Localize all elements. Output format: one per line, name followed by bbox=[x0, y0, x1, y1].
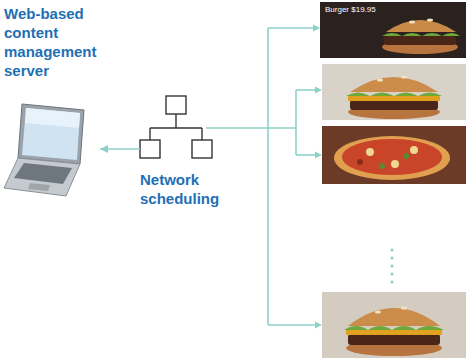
scheduler-node: Network scheduling bbox=[140, 94, 230, 224]
menu-screen bbox=[322, 292, 466, 358]
menu-screen bbox=[322, 64, 466, 120]
node-heading: Network scheduling bbox=[140, 170, 230, 208]
continuation-dots bbox=[391, 249, 394, 284]
laptop-illustration bbox=[4, 104, 84, 196]
connector bbox=[100, 145, 140, 153]
wire-arrowheads bbox=[313, 25, 322, 329]
screen-caption: Burger $19.95 bbox=[325, 5, 376, 15]
network-switch-icon bbox=[140, 96, 212, 158]
distribution-wires bbox=[206, 28, 316, 325]
menu-screen bbox=[322, 126, 466, 184]
menu-screen bbox=[320, 2, 466, 58]
server-node: Web-based content management server bbox=[4, 4, 100, 200]
arrowhead bbox=[100, 145, 108, 153]
node-heading: Web-based content management server bbox=[4, 4, 100, 80]
